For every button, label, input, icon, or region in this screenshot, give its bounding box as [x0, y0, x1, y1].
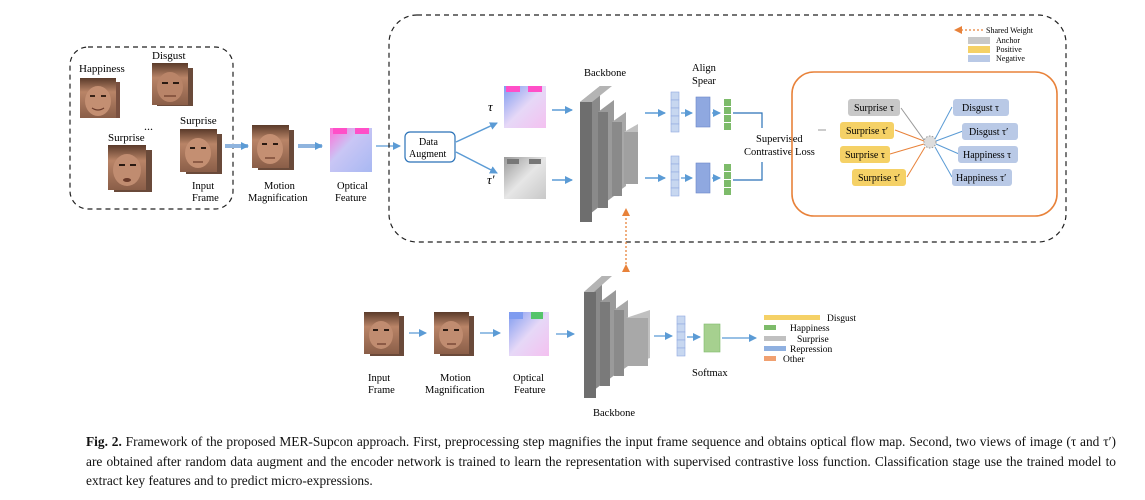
- node-anchor-surprise-label: Surprise τ: [854, 103, 894, 114]
- node-negative-4: [952, 169, 1012, 186]
- arrow-augment-to-tau-prime: [455, 151, 498, 174]
- backbone-label-bottom: Backbone: [593, 408, 635, 419]
- node-negative-3-label: Happiness τ: [963, 150, 1011, 161]
- embedding-top: [724, 99, 731, 130]
- legend-positive-swatch: [968, 46, 990, 53]
- line-embed-top-to-loss: [733, 112, 763, 128]
- label-input-frame-1: Input: [192, 181, 214, 192]
- scl-label-1: Supervised: [756, 134, 803, 145]
- tau-prime-label: τ′: [487, 172, 495, 187]
- scl-label-2: Contrastive Loss: [744, 147, 815, 158]
- bar-happiness: [764, 325, 776, 330]
- output-class-surprise: Surprise: [797, 335, 829, 345]
- align-label-1: Align: [692, 63, 717, 74]
- classify-motion-label-2: Magnification: [425, 385, 485, 396]
- classify-input-label-2: Frame: [368, 385, 395, 396]
- node-positive-3-label: Surprise τ′: [858, 173, 900, 184]
- node-positive-3: [852, 169, 906, 186]
- feature-vector-top: [670, 91, 680, 133]
- projection-block-bottom: [695, 162, 711, 194]
- node-positive-2: [840, 146, 890, 163]
- softmax-label: Softmax: [692, 368, 728, 379]
- node-negative-1-label: Disgust τ: [962, 103, 999, 114]
- optical-feature-image: [330, 128, 372, 172]
- backbone-label-top: Backbone: [584, 68, 626, 79]
- classify-optical-label-2: Feature: [514, 385, 546, 396]
- data-augment-box: [404, 131, 456, 163]
- label-disgust: Disgust: [152, 50, 186, 62]
- label-input-frame-2: Frame: [192, 193, 219, 204]
- output-class-disgust: Disgust: [827, 314, 856, 324]
- legend-negative: Negative: [996, 54, 1025, 63]
- framework-figure: Happiness Disgust Surprise ... Surprise …: [69, 14, 1067, 419]
- face-disgust: [152, 63, 193, 106]
- node-positive-2-label: Surprise τ: [845, 150, 885, 161]
- contrastive-box: [791, 71, 1058, 217]
- arrow-augment-to-tau: [455, 122, 498, 143]
- face-motion-magnification: [252, 125, 294, 170]
- data-augment-label-1: Data: [419, 137, 438, 148]
- node-positive-1: [840, 122, 894, 139]
- classify-input-label-1: Input: [368, 373, 390, 384]
- label-motion-2: Magnification: [248, 193, 308, 204]
- input-frames-group: [69, 46, 234, 210]
- node-negative-4-label: Happiness τ′: [956, 173, 1006, 184]
- legend-anchor: Anchor: [996, 36, 1020, 45]
- legend-negative-swatch: [968, 55, 990, 62]
- node-positive-1-label: Surprise τ′: [846, 126, 888, 137]
- legend-positive: Positive: [996, 45, 1022, 54]
- face-classify-motion: [434, 312, 474, 356]
- feature-vector-bottom: [670, 155, 680, 197]
- output-distribution: Disgust Happiness Surprise Repression Ot…: [764, 314, 856, 365]
- node-negative-1: [953, 99, 1009, 116]
- classify-optical-image: [509, 312, 549, 356]
- node-negative-2: [962, 123, 1018, 140]
- label-optical-2: Feature: [335, 193, 367, 204]
- augmented-view-tau-prime: [504, 157, 546, 199]
- face-classify-input: [364, 312, 404, 356]
- backbone-encoder-top: [580, 86, 638, 222]
- label-happiness: Happiness: [79, 63, 125, 75]
- classify-motion-label-1: Motion: [440, 373, 472, 384]
- contrastive-center-node: [923, 135, 937, 149]
- tau-label: τ: [488, 99, 494, 114]
- face-surprise-left: [108, 145, 152, 192]
- figure-caption: Fig. 2. Framework of the proposed MER-Su…: [86, 432, 1116, 491]
- node-negative-2-label: Disgust τ′: [969, 127, 1008, 138]
- legend-shared-weight: Shared Weight: [986, 26, 1034, 35]
- projection-block-top: [695, 96, 711, 128]
- bar-repression: [764, 346, 786, 351]
- output-class-other: Other: [783, 355, 805, 365]
- embedding-bottom: [724, 164, 731, 195]
- bar-other: [764, 356, 776, 361]
- augmented-view-tau: [504, 86, 546, 128]
- face-happiness: [80, 78, 120, 118]
- label-optical-1: Optical: [337, 181, 368, 192]
- ellipsis: ...: [144, 119, 153, 133]
- contrastive-links: [889, 106, 964, 178]
- node-anchor-surprise: [848, 99, 900, 116]
- legend-anchor-swatch: [968, 37, 990, 44]
- output-class-repression: Repression: [790, 345, 832, 355]
- caption-text: Framework of the proposed MER-Supcon app…: [86, 434, 1116, 488]
- classify-optical-label-1: Optical: [513, 373, 544, 384]
- label-surprise-input: Surprise: [180, 115, 217, 127]
- legend: Shared Weight Anchor Positive Negative: [954, 26, 1034, 63]
- label-surprise-left: Surprise: [108, 132, 145, 144]
- label-motion-1: Motion: [264, 181, 296, 192]
- output-class-happiness: Happiness: [790, 324, 830, 334]
- line-embed-bottom-to-loss: [733, 162, 763, 181]
- softmax-block: [703, 323, 721, 353]
- node-negative-3: [958, 146, 1018, 163]
- face-input-frame: [180, 129, 222, 174]
- training-group: [388, 14, 1067, 243]
- caption-label: Fig. 2.: [86, 434, 122, 449]
- feature-vector-classify: [676, 315, 686, 357]
- bar-disgust: [764, 315, 820, 320]
- align-label-2: Spear: [692, 76, 716, 87]
- data-augment-label-2: Augment: [409, 149, 446, 160]
- backbone-encoder-bottom: [584, 276, 650, 398]
- bar-surprise: [764, 336, 786, 341]
